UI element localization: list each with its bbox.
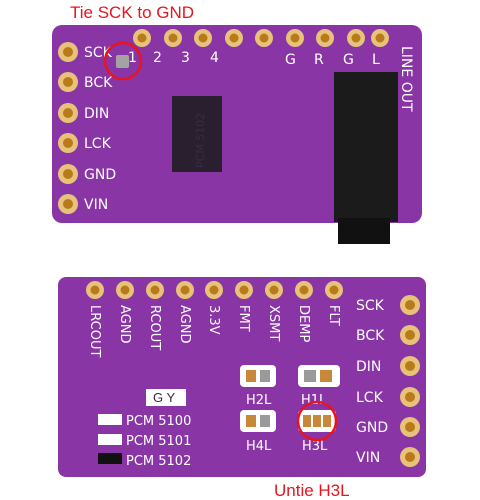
pin-label: BCK [84,75,113,91]
pin-label: DIN [356,359,381,375]
pin-label: AGND [117,305,132,343]
annotation-top: Tie SCK to GND [70,3,194,22]
bottom-header-pin-agnd1[interactable]: AGND [116,281,134,343]
pin-label: FLT [326,305,341,326]
pin-label: LRCOUT [87,305,102,357]
pin-label: 1 [128,50,137,66]
top-header-pin-2[interactable]: 2 [153,29,182,66]
bottom-header-pin-flt[interactable]: FLT [325,281,343,326]
bottom-right-pin-5[interactable]: GND [356,417,420,437]
pin-label: DIN [84,106,109,122]
top-left-pin-3[interactable]: DIN [58,103,109,123]
pin-label: SCK [356,298,385,314]
top-left-pin-4[interactable]: LCK [58,133,112,153]
top-header-pin-r[interactable]: R [286,29,324,68]
chip [172,96,222,172]
bottom-header-pin-demp[interactable]: DEMP [295,281,313,342]
top-header-pin-l[interactable]: L [347,29,380,68]
bottom-right-pin-2[interactable]: BCK [356,325,420,345]
h3l-highlight [296,400,338,442]
legend-swatch-5100 [98,414,122,425]
pin-label: 3 [181,50,190,66]
top-header-pin-1[interactable]: 1 [128,29,151,66]
jack-barrel [338,218,390,244]
top-left-pin-5[interactable]: GND [58,164,116,184]
bottom-header-pin-rcout[interactable]: RCOUT [146,281,164,350]
pin-label: G [285,52,296,68]
chip-label: PCM 5102 [194,113,207,168]
bottom-right-pin-1[interactable]: SCK [356,295,420,315]
top-header-pin-g2[interactable]: G [316,29,354,68]
legend-swatch-5102 [98,453,122,464]
legend-label: PCM 5100 [126,414,191,429]
jumper-label: H3L [302,439,328,454]
top-header-pin-4[interactable]: 4 [210,29,243,66]
pin-label: 4 [210,50,219,66]
pin-label: 2 [153,50,162,66]
bottom-board: LRCOUT AGND RCOUT AGND 3.3V FMT XSMT DE [58,277,426,477]
pin-label: R [314,52,324,68]
legend-label: PCM 5102 [126,454,191,469]
pin-label: DEMP [296,305,311,342]
jumper-label: H2L [246,393,272,408]
sck-gnd-jumper-pad[interactable] [116,55,129,68]
jack-label: LINE OUT [398,46,414,112]
pin-label: AGND [177,305,192,343]
legend-swatch-5101 [98,434,122,445]
jumper-label: H4L [246,439,272,454]
bottom-right-pin-6[interactable]: VIN [356,447,420,467]
bottom-header-pin-fmt[interactable]: FMT [235,281,253,332]
pin-label: GND [84,167,116,183]
bottom-header-pin-agnd2[interactable]: AGND [176,281,194,343]
bottom-right-pin-3[interactable]: DIN [356,356,420,376]
jack-body [334,72,398,222]
jumper-h4l[interactable]: H4L [240,410,276,454]
pin-label: LCK [84,136,112,152]
pin-label: LCK [356,390,384,406]
top-left-pin-6[interactable]: VIN [58,194,108,214]
bottom-header-pin-3v3[interactable]: 3.3V [205,281,223,335]
pin-label: VIN [84,197,108,213]
pin-label: VIN [356,450,380,466]
top-header-pin-g1[interactable]: G [255,29,296,68]
sck-jumper-highlight [103,41,143,81]
top-header-pin-3[interactable]: 3 [181,29,212,66]
legend-header-box [146,389,186,406]
pin-label: 3.3V [206,305,221,335]
bottom-header-pin-lrcout[interactable]: LRCOUT [86,281,104,357]
jumper-h3l[interactable]: H3L [298,410,336,454]
pin-label: L [372,52,380,68]
legend-label: PCM 5101 [126,434,191,449]
pin-label: GND [356,420,388,436]
bottom-header-pin-xsmt[interactable]: XSMT [265,281,283,341]
top-board: PCM 5102 LINE OUT SCK BCK DIN LCK GND VI… [52,25,422,244]
top-board-pcb [52,25,422,223]
pin-label: G [343,52,354,68]
legend-header: G Y [153,390,175,405]
bottom-right-pin-4[interactable]: LCK [356,387,420,407]
annotation-bottom: Untie H3L [274,481,350,500]
top-left-pin-2[interactable]: BCK [58,72,113,92]
pin-label: XSMT [266,305,281,341]
pin-label: RCOUT [147,305,162,350]
pin-label: FMT [236,305,251,332]
pin-label: BCK [356,328,385,344]
top-header-pin-extra[interactable] [371,29,389,47]
pin-label: SCK [84,45,113,61]
jumper-h2l[interactable]: H2L [240,365,276,408]
